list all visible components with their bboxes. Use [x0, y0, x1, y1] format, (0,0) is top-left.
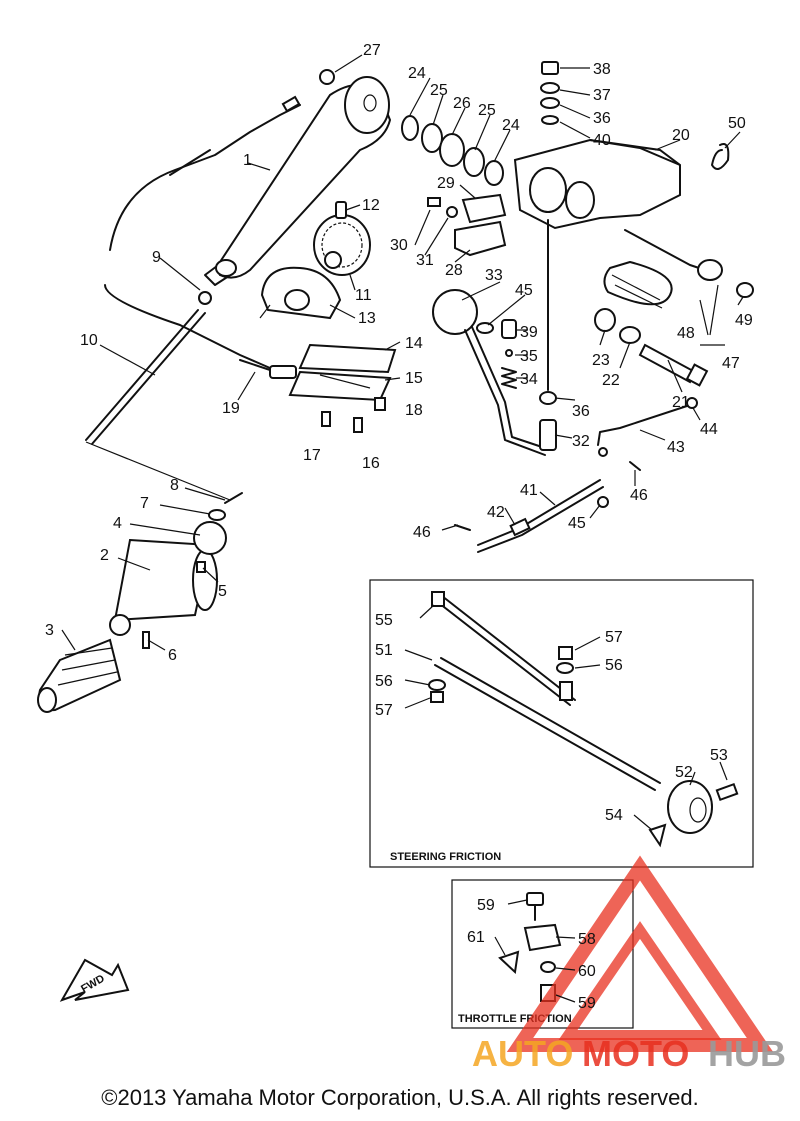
steering-handle-part [204, 76, 392, 286]
callout-57a: 57 [375, 702, 393, 719]
callout-42: 42 [487, 504, 505, 521]
callout-51: 51 [375, 642, 393, 659]
callout-22: 22 [602, 372, 620, 389]
callout-15: 15 [405, 370, 423, 387]
callout-60: 60 [578, 963, 596, 980]
callout-56a: 56 [375, 673, 393, 690]
callout-37: 37 [593, 87, 611, 104]
cable-19-part [239, 359, 297, 379]
watermark-logo: AUTO MOTO HUB [472, 855, 786, 1074]
callout-3: 3 [45, 622, 54, 639]
callout-54: 54 [605, 807, 623, 824]
callout-11: 11 [355, 287, 372, 304]
gear-11-part [313, 201, 371, 276]
callout-33: 33 [485, 267, 503, 284]
callout-46a: 46 [413, 524, 431, 541]
bolt-21-part [594, 308, 709, 387]
callout-4: 4 [113, 515, 122, 532]
callout-41: 41 [520, 482, 538, 499]
fwd-arrow: FWD [59, 958, 130, 1002]
callout-59b: 59 [578, 995, 596, 1012]
callout-34: 34 [520, 371, 538, 388]
callout-28: 28 [445, 262, 463, 279]
callout-29: 29 [437, 175, 455, 192]
callout-46b: 46 [630, 487, 648, 504]
callout-21: 21 [672, 394, 690, 411]
callout-5: 5 [218, 583, 227, 600]
watermark-hub: HUB [708, 1033, 786, 1074]
steering-friction-title: STEERING FRICTION [390, 851, 501, 863]
callout-30: 30 [390, 237, 408, 254]
callout-6: 6 [168, 647, 177, 664]
callout-45b: 45 [568, 515, 586, 532]
callout-58: 58 [578, 931, 596, 948]
callout-27: 27 [363, 42, 381, 59]
callout-57b: 57 [605, 629, 623, 646]
callout-50: 50 [728, 115, 746, 132]
callout-19: 19 [222, 400, 240, 417]
callout-14: 14 [405, 335, 423, 352]
callout-7: 7 [140, 495, 149, 512]
callout-17: 17 [303, 447, 321, 464]
leader-lines [61, 54, 744, 1003]
callout-61: 61 [467, 929, 485, 946]
callout-56b: 56 [605, 657, 623, 674]
rod-10-part [85, 291, 231, 501]
twist-grip-part [37, 492, 243, 713]
steering-friction-box: STEERING FRICTION [369, 579, 754, 868]
callout-1: 1 [243, 152, 252, 169]
callout-13: 13 [358, 310, 376, 327]
callout-48: 48 [677, 325, 695, 342]
callout-32: 32 [572, 433, 590, 450]
throttle-friction-title: THROTTLE FRICTION [458, 1013, 572, 1025]
callout-47: 47 [722, 355, 740, 372]
washer-stack-part [319, 69, 504, 186]
callout-44: 44 [700, 421, 718, 438]
callout-8: 8 [170, 477, 179, 494]
callout-25a: 25 [430, 82, 448, 99]
spring-34-part [476, 319, 517, 389]
callout-20: 20 [672, 127, 690, 144]
callout-43: 43 [667, 439, 685, 456]
callout-25b: 25 [478, 102, 496, 119]
callout-2: 2 [100, 547, 109, 564]
callout-53: 53 [710, 747, 728, 764]
callout-59a: 59 [477, 897, 495, 914]
callout-49: 49 [735, 312, 753, 329]
bracket-14-15-part [288, 343, 397, 433]
callout-23: 23 [592, 352, 610, 369]
callout-39: 39 [520, 324, 538, 341]
callout-36a: 36 [593, 110, 611, 127]
callout-18: 18 [405, 402, 423, 419]
rod-43-part [597, 397, 698, 457]
nut-stack-part [540, 61, 560, 125]
callout-labels: 27 1 9 10 12 11 13 14 15 18 17 16 19 24 … [45, 42, 753, 1012]
callout-9: 9 [152, 249, 161, 266]
callout-31: 31 [416, 252, 434, 269]
watermark-auto: AUTO [472, 1033, 573, 1074]
callout-24b: 24 [502, 117, 520, 134]
watermark-moto: MOTO [582, 1033, 689, 1074]
callout-55: 55 [375, 612, 393, 629]
bracket-28-29-part [427, 193, 507, 257]
callout-16: 16 [362, 455, 380, 472]
callout-40: 40 [593, 132, 611, 149]
callout-45a: 45 [515, 282, 533, 299]
callout-24a: 24 [408, 65, 426, 82]
rod-41-part [454, 461, 641, 553]
callout-38: 38 [593, 61, 611, 78]
cam-plate-13-part [259, 266, 342, 320]
callout-35: 35 [520, 348, 538, 365]
callout-52: 52 [675, 764, 693, 781]
housing-20-part [513, 138, 681, 391]
callout-12: 12 [362, 197, 380, 214]
callout-36b: 36 [572, 403, 590, 420]
lever-32-33-part [432, 289, 557, 456]
lanyard-48-part [603, 143, 754, 309]
throttle-cable-part [104, 95, 301, 369]
callout-10: 10 [80, 332, 98, 349]
callout-26: 26 [453, 95, 471, 112]
copyright-notice: ©2013 Yamaha Motor Corporation, U.S.A. A… [101, 1085, 699, 1110]
